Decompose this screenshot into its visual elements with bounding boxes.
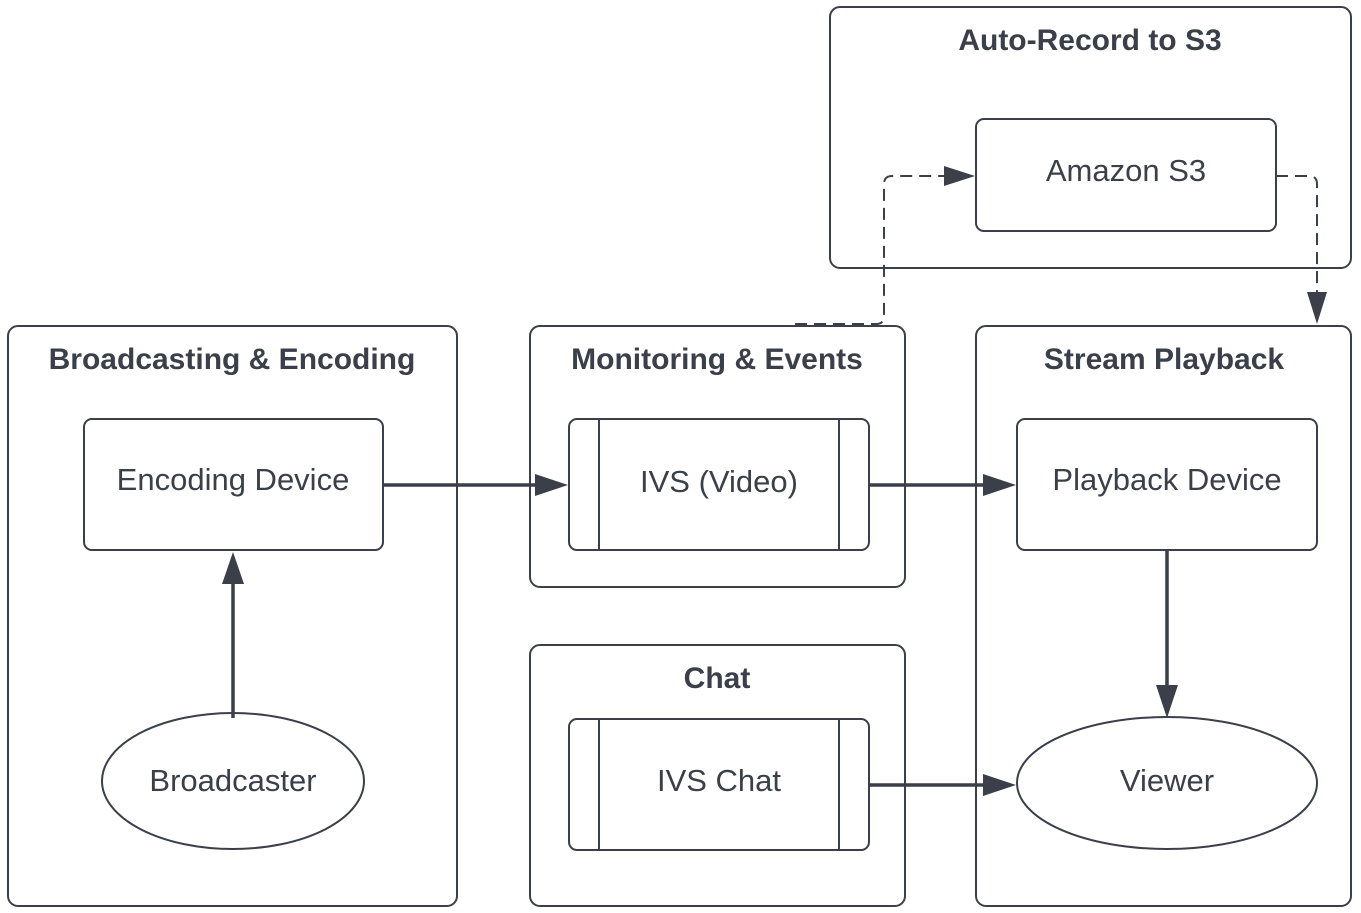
edge-s3-to-stream-playback [1276, 175, 1327, 324]
group-title-record: Auto-Record to S3 [958, 24, 1221, 57]
node-label-ivs-video: IVS (Video) [640, 464, 798, 499]
edge-ivs-video-to-playback [869, 474, 1016, 496]
edge-ivs-chat-to-viewer [869, 774, 1016, 796]
node-encoding-device[interactable]: Encoding Device [83, 418, 384, 551]
group-title-monitoring: Monitoring & Events [571, 343, 863, 376]
edge-playback-to-viewer [1156, 550, 1178, 718]
edge-encoding-to-ivs-video [383, 474, 568, 496]
node-label-amazon-s3: Amazon S3 [1046, 153, 1206, 188]
edge-broadcaster-to-encoding [222, 552, 244, 718]
node-ivs-chat[interactable]: IVS Chat [568, 718, 870, 851]
node-ivs-video[interactable]: IVS (Video) [568, 418, 870, 551]
node-label-encoding-device: Encoding Device [117, 462, 350, 497]
node-label-ivs-chat: IVS Chat [657, 763, 781, 798]
node-label-playback-device: Playback Device [1052, 462, 1281, 497]
node-label-viewer: Viewer [1120, 763, 1214, 798]
node-playback-device[interactable]: Playback Device [1016, 418, 1318, 551]
node-broadcaster[interactable]: Broadcaster [101, 712, 365, 850]
node-label-broadcaster: Broadcaster [149, 763, 316, 798]
node-viewer[interactable]: Viewer [1016, 716, 1318, 850]
group-title-broadcasting: Broadcasting & Encoding [49, 343, 416, 376]
group-title-playback: Stream Playback [1044, 343, 1284, 376]
group-title-chat: Chat [684, 662, 751, 695]
node-amazon-s3[interactable]: Amazon S3 [975, 118, 1277, 232]
edge-ivs-video-to-s3 [795, 166, 975, 325]
